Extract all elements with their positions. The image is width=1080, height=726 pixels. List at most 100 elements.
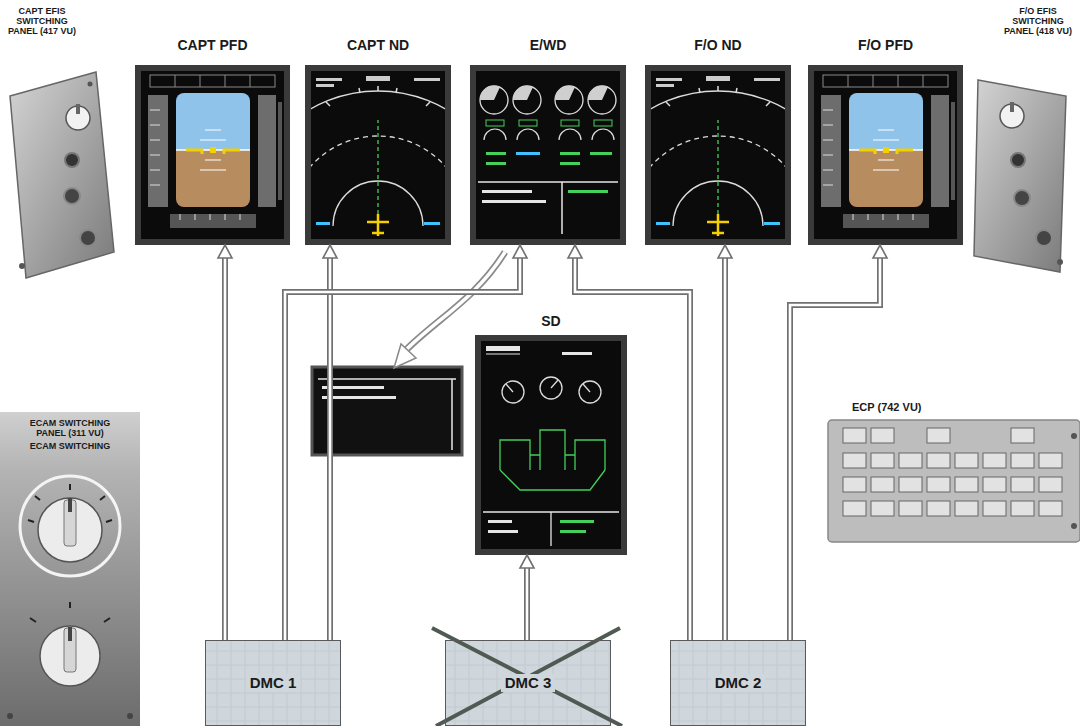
ecam-switching-panel [127,713,133,719]
ewd-screen [482,200,546,203]
sd-screen [562,352,592,355]
ewd-screen [486,152,506,155]
pfd-screen [175,75,250,87]
display-label: E/WD [530,38,567,54]
nd-screen [305,65,451,245]
nd-screen [326,86,430,106]
pfd-screen [180,214,240,220]
nd-screen [311,86,445,226]
ewd-screen [555,86,575,100]
signal-bus [790,245,887,640]
ewd-screen [519,120,537,126]
signal-bus [568,245,690,640]
efis-switching-panel [1011,153,1025,167]
nd-screen [311,91,445,226]
ewd-screen [480,86,500,100]
sd-screen [488,520,512,523]
efis-switching-panel [974,80,1066,272]
sd-screen [500,430,605,490]
display-label: SD [541,314,560,330]
nd-screen [366,76,390,81]
pfd-screen [176,93,250,150]
pfd-screen [150,75,275,87]
display-label: ECAM SWITCHING PANEL (311 VU) [28,418,112,438]
ecam-switching-panel [38,498,102,562]
arrow-head [568,245,582,258]
warning-message-extract [322,396,396,399]
efis-switching-panel [1014,190,1030,206]
bus-outline [722,258,728,640]
sd-screen [500,470,605,490]
efis-switching-panel [10,72,114,278]
efis-switching-panel [19,263,25,269]
ecam-switching-panel [64,628,76,672]
ewd-screen [513,86,533,100]
ewd-screen [588,86,616,114]
arrow-head [873,245,887,258]
ecam-switching-panel [68,498,72,512]
nd-screen [316,78,342,81]
ewd-screen [480,86,508,114]
bus-outline [285,258,520,640]
panel-inscription: ECAM SWITCHING [8,441,132,451]
sd-screen [530,454,575,455]
dmc-box: DMC 1 [205,640,341,726]
sd-screen [502,377,601,403]
ewd-screen [486,120,504,126]
failure-cross [432,628,622,726]
arrow-head [718,245,732,258]
dmc-unit [670,640,806,726]
nd-screen [316,84,334,87]
ewd-screen [482,190,532,193]
ecam-switching-panel [68,627,72,641]
pfd-screen [176,93,250,207]
bus-core [724,258,727,640]
efis-switching-panel [65,153,79,167]
transfer-arrow [394,344,416,368]
bus-core [224,258,227,640]
display-label: DMC 3 [501,674,556,693]
ewd-screen [594,120,612,126]
sd-screen [481,341,621,549]
ecam-switching-panel [30,602,110,622]
signal-bus [285,245,527,640]
ecam-control-panel [1071,433,1077,439]
ewd-screen [592,129,614,140]
display-unit: SD [475,314,627,555]
bus-core [285,258,520,640]
display-label: CAPT EFIS SWITCHING PANEL (417 VU) [6,6,78,36]
ecam-control-panel [828,420,1080,542]
ewd-screen [568,190,608,193]
sd-screen [506,380,590,392]
ecam-switching-panel [40,626,100,686]
panel-label-box: CAPT EFIS SWITCHING PANEL (417 VU) [4,2,122,282]
display-label: ECP (742 VU) [852,401,922,413]
ecam-control-panel [842,452,1066,524]
arrow-head [520,555,534,568]
ewd-screen [470,65,626,245]
bus-outline [222,258,228,640]
ewd-screen [484,129,614,140]
ewd-screen [480,86,616,114]
ecam-switching-panel [7,713,13,719]
ewd-screen [478,182,618,234]
ewd-screen [470,65,626,245]
signal-bus [520,555,534,640]
ewd-screen [560,152,580,155]
ecam-control-panel [871,428,894,443]
display-label: CAPT PFD [178,38,248,54]
switching-panel: ECAM SWITCHING PANEL (311 VU) ECAM SWITCH… [0,412,140,726]
signal-bus [323,245,337,640]
ewd-screen [476,71,620,239]
ewd-screen [588,86,608,100]
display-label: CAPT ND [347,38,409,54]
pfd-screen [176,150,250,207]
efis-switching-panel [10,72,114,278]
nd-screen [367,214,389,236]
efis-switching-panel [1057,259,1063,265]
display-label: DMC 2 [711,674,766,693]
ewd-screen [486,162,506,165]
ewd-screen [561,120,579,126]
display-label: DMC 1 [246,674,301,693]
